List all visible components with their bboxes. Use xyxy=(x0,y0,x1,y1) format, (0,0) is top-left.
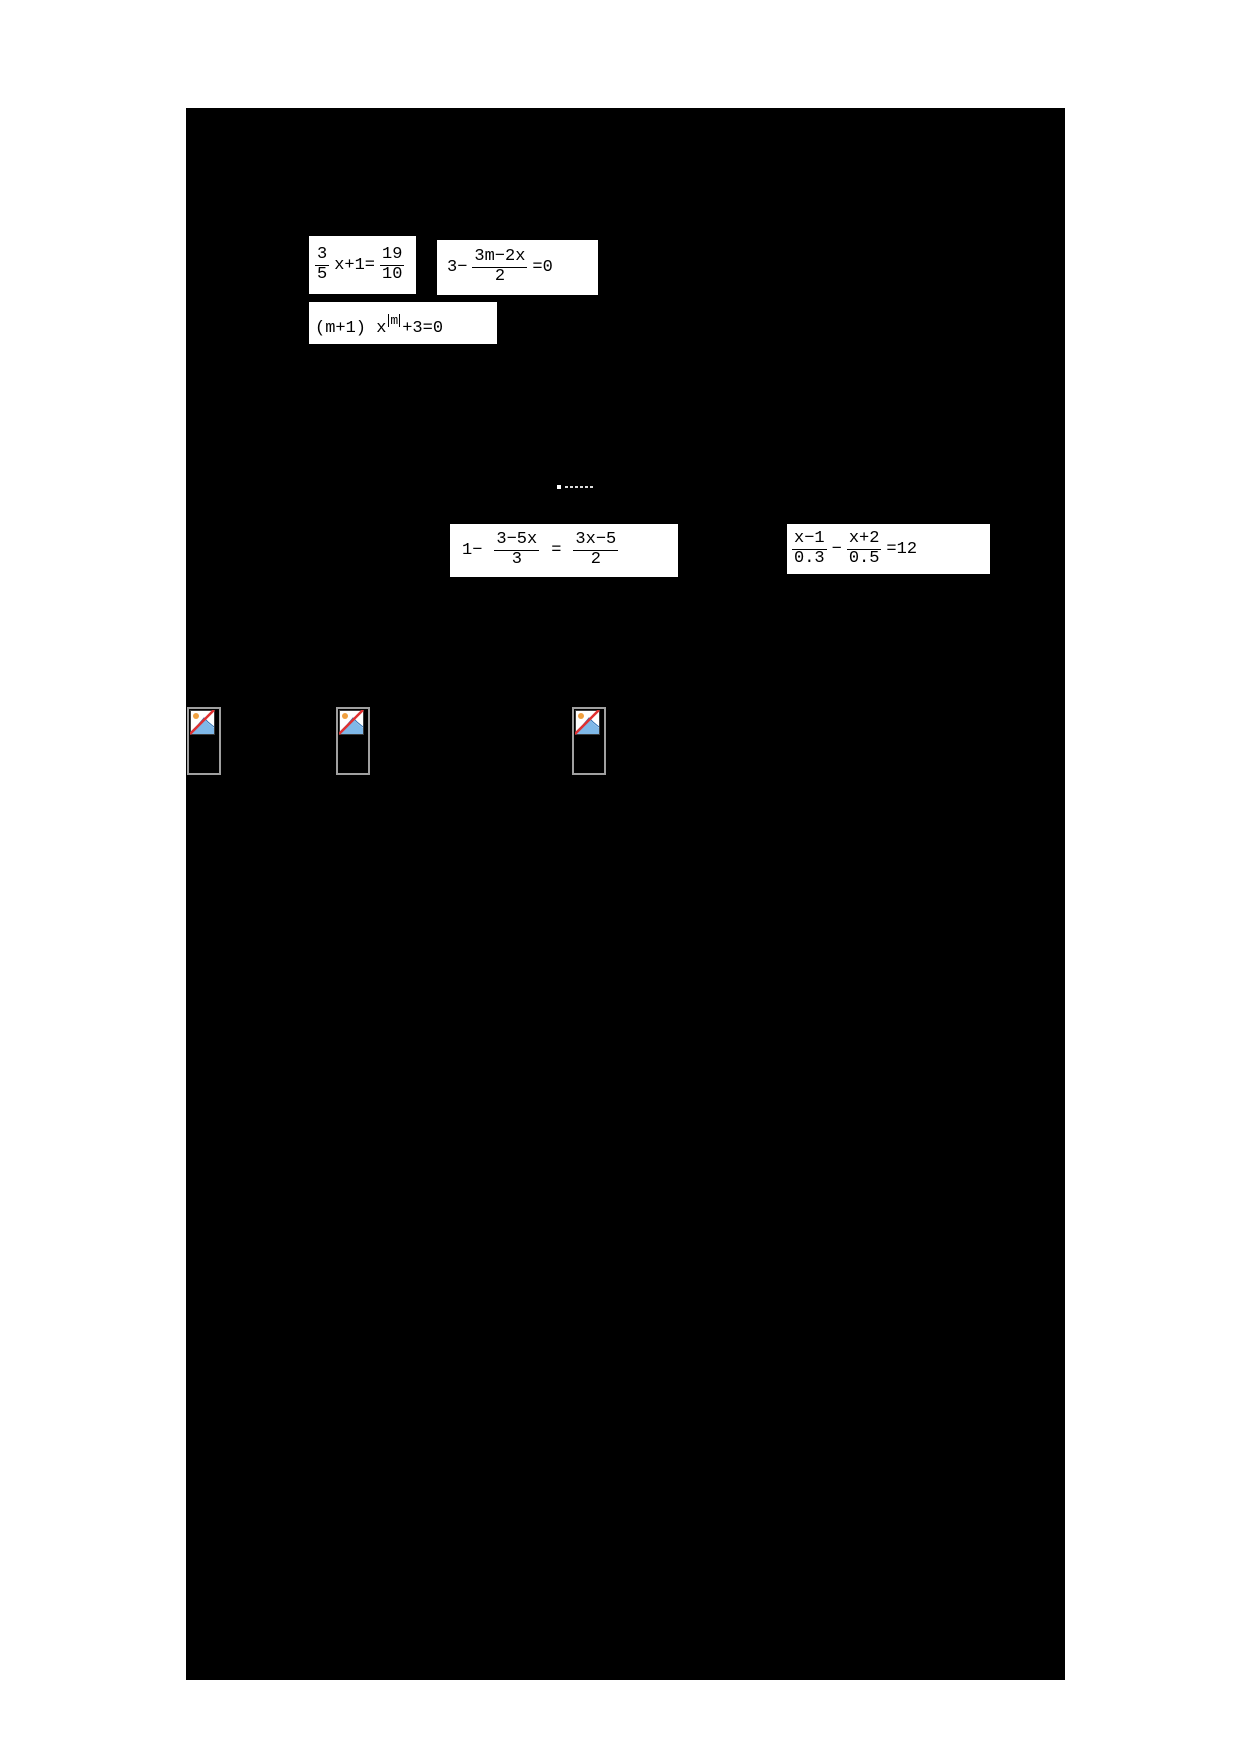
fraction: 3x−5 2 xyxy=(573,530,619,569)
fraction: 3 5 xyxy=(315,244,330,284)
equation-text: = xyxy=(551,541,562,560)
fraction: 3m−2x 2 xyxy=(472,247,528,286)
equation-text: x+1= xyxy=(334,255,376,275)
numerator: x+2 xyxy=(846,528,882,550)
equation-text: =12 xyxy=(886,539,918,559)
numerator: 3−5x xyxy=(494,530,540,551)
equation-text: 1− xyxy=(462,541,483,560)
numerator: 19 xyxy=(380,244,405,266)
equation-text: (m+1) x xyxy=(315,318,387,338)
equation-text: 3− xyxy=(447,258,468,277)
equation-image-3: (m+1) x m +3=0 xyxy=(309,302,497,344)
denominator: 0.3 xyxy=(794,548,825,568)
small-decorative-mark xyxy=(557,485,595,489)
broken-image-placeholder-3 xyxy=(572,707,606,775)
numerator: 3m−2x xyxy=(472,247,528,268)
equation-text: +3=0 xyxy=(402,318,444,338)
numerator: 3x−5 xyxy=(573,530,619,551)
denominator: 5 xyxy=(317,264,328,284)
fraction: x−1 0.3 xyxy=(792,528,827,568)
broken-image-icon xyxy=(575,710,600,735)
denominator: 2 xyxy=(494,267,506,286)
broken-image-placeholder-2 xyxy=(336,707,370,775)
fraction: 19 10 xyxy=(380,244,405,284)
broken-image-icon xyxy=(339,710,364,735)
fraction: x+2 0.5 xyxy=(846,528,882,568)
denominator: 3 xyxy=(511,550,522,569)
broken-image-icon xyxy=(190,710,215,735)
equation-text: =0 xyxy=(532,258,553,277)
document-page-content xyxy=(186,108,1065,1680)
denominator: 2 xyxy=(590,550,601,569)
absolute-value-exponent: m xyxy=(388,312,401,328)
fraction: 3−5x 3 xyxy=(494,530,540,569)
denominator: 0.5 xyxy=(848,548,880,568)
mark-dot xyxy=(557,485,561,489)
equation-image-2: 3− 3m−2x 2 =0 xyxy=(437,240,598,295)
equation-text: − xyxy=(831,539,842,559)
equation-image-5: x−1 0.3 − x+2 0.5 =12 xyxy=(787,524,990,574)
denominator: 10 xyxy=(382,264,403,284)
mark-dash xyxy=(565,486,595,488)
equation-image-1: 3 5 x+1= 19 10 xyxy=(309,236,416,294)
numerator: 3 xyxy=(315,244,330,266)
numerator: x−1 xyxy=(792,528,827,550)
broken-image-placeholder-1 xyxy=(187,707,221,775)
equation-image-4: 1− 3−5x 3 = 3x−5 2 xyxy=(450,524,678,577)
